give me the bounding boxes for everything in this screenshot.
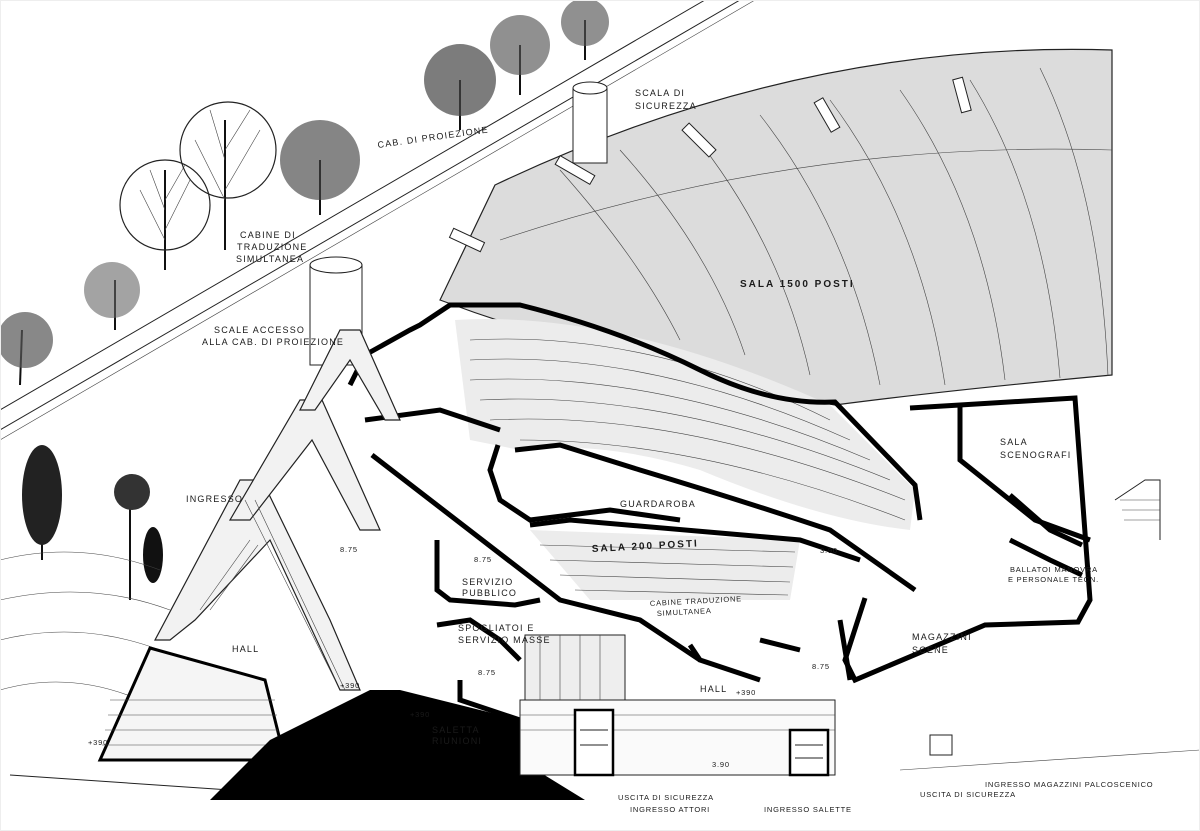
label-cabine-traduzione-3: SIMULTANEA	[236, 254, 304, 264]
label-ingresso-magazzini: INGRESSO MAGAZZINI PALCOSCENICO	[985, 780, 1153, 789]
tree	[561, 0, 609, 60]
roof-ribs	[499, 67, 1113, 386]
label-ingresso: INGRESSO	[186, 494, 243, 504]
label-ballatoi-1: BALLATOI MANOVRA	[1010, 565, 1098, 574]
roof-beams	[448, 76, 972, 253]
tree	[119, 159, 211, 270]
label-uscita-sicurezza-right: USCITA DI SICUREZZA	[920, 790, 1016, 799]
elevation-mark: +390	[340, 681, 360, 690]
label-scale-accesso-1: SCALE ACCESSO	[214, 325, 305, 335]
label-saletta-2: RIUNIONI	[432, 736, 482, 746]
label-ballatoi-2: E PERSONALE TECN.	[1008, 575, 1099, 584]
hall-left-block	[97, 646, 282, 762]
foundation-black	[210, 690, 585, 800]
label-sala-scenografi-1: SALA	[1000, 437, 1028, 447]
label-servizio-pubblico-1: SERVIZIO	[462, 577, 513, 587]
label-cabine-traduzione-1: CABINE DI	[240, 230, 296, 240]
seating-1500	[455, 319, 915, 530]
labels: SCALA DI SICUREZZA CAB. DI PROIEZIONE CA…	[186, 88, 1153, 814]
tree	[22, 445, 62, 560]
tree	[0, 312, 53, 386]
tree	[143, 527, 163, 583]
tree	[424, 44, 496, 130]
label-cabine-traduzione-2: TRADUZIONE	[237, 242, 308, 252]
tree	[280, 120, 360, 215]
elevation-marks: +390 +390 +390 +390 8.75 8.75 3.90 8.75 …	[88, 545, 838, 769]
label-servizio-pubblico-2: PUBBLICO	[462, 588, 517, 598]
right-stairs	[929, 479, 1161, 756]
elevation-mark: 3.90	[712, 760, 730, 769]
label-uscita-attori-1: USCITA DI SICUREZZA	[618, 793, 714, 802]
label-magazzini-2: SCENE	[912, 645, 949, 655]
elevation-mark: 3.90	[820, 546, 838, 555]
projection-tower	[572, 81, 608, 164]
label-uscita-attori-2: INGRESSO ATTORI	[630, 805, 710, 814]
tree	[179, 101, 277, 250]
label-hall-left: HALL	[232, 644, 259, 654]
label-ingresso-salette: INGRESSO SALETTE	[764, 805, 852, 814]
label-saletta-1: SALETTA	[432, 725, 480, 735]
label-spogliatoi-2: SERVIZIO MASSE	[458, 635, 551, 645]
label-scala-sicurezza-2: SICUREZZA	[635, 101, 697, 111]
label-hall-center: HALL	[700, 684, 727, 694]
label-sala-scenografi-2: SCENOGRAFI	[1000, 450, 1072, 460]
label-magazzini-1: MAGAZZINI	[912, 632, 972, 642]
trees	[0, 0, 609, 701]
elevation-mark: 8.75	[812, 662, 830, 671]
elevation-mark: +390	[410, 710, 430, 719]
label-guardaroba: GUARDAROBA	[620, 499, 696, 509]
elevation-mark: 8.75	[478, 668, 496, 677]
label-sala-1500: SALA 1500 POSTI	[740, 279, 855, 290]
tree	[490, 15, 550, 95]
lower-facade	[519, 634, 836, 777]
label-cab-proiezione: CAB. DI PROIEZIONE	[377, 124, 489, 150]
tree	[84, 262, 140, 330]
label-scala-sicurezza-1: SCALA DI	[635, 88, 685, 98]
section-cut-outlines	[347, 302, 1093, 723]
label-scale-accesso-2: ALLA CAB. DI PROIEZIONE	[202, 337, 344, 347]
elevation-mark: +390	[736, 688, 756, 697]
label-spogliatoi-1: SPOGLIATOI E	[458, 623, 535, 633]
elevation-mark: 8.75	[340, 545, 358, 554]
entrance-portals	[154, 329, 401, 691]
seating-200	[530, 530, 800, 600]
tree	[114, 474, 150, 600]
ground-hatch	[0, 551, 171, 701]
elevation-mark: 8.75	[474, 555, 492, 564]
road-lines	[0, 0, 1200, 791]
label-cabine-trad-small-2: SIMULTANEA	[657, 606, 712, 618]
elevation-mark: +390	[88, 738, 108, 747]
